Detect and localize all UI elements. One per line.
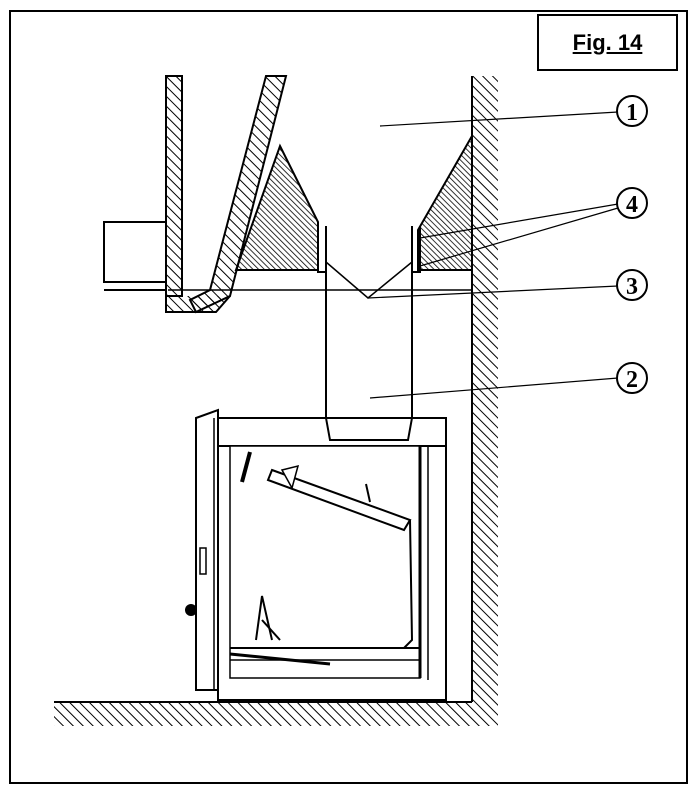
callout-1-label: 1 xyxy=(626,100,638,126)
stove xyxy=(185,408,447,701)
callout-4-label: 4 xyxy=(626,192,638,218)
callout-4: 4 xyxy=(616,187,648,219)
figure-label-box: Fig. 14 xyxy=(537,14,678,71)
callout-2: 2 xyxy=(616,362,648,394)
callout-3-label: 3 xyxy=(626,274,638,300)
figure-frame xyxy=(9,10,688,784)
callout-1: 1 xyxy=(616,95,648,127)
figure-label: Fig. 14 xyxy=(572,29,643,55)
flue-pipe xyxy=(168,226,472,440)
callout-3: 3 xyxy=(616,269,648,301)
hood-right-insulation xyxy=(417,132,473,271)
callout-2-label: 2 xyxy=(626,367,638,393)
floor xyxy=(54,701,498,726)
leader-lines xyxy=(367,111,619,399)
hood-left xyxy=(103,75,319,314)
